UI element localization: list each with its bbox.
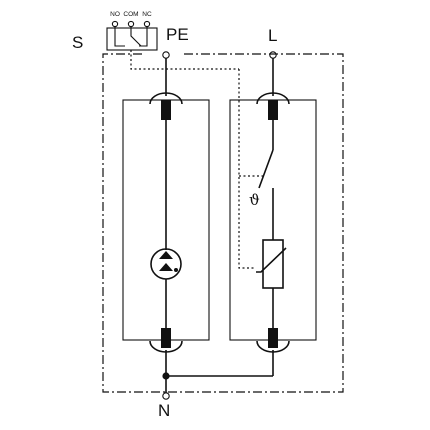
housing-outline: [102, 53, 344, 393]
line-contact-top: [268, 100, 278, 120]
label-com: COM: [123, 11, 138, 18]
terminal-no: [111, 20, 119, 28]
pe-contact-bottom: [161, 328, 171, 348]
label-nc: NC: [142, 11, 152, 18]
contact-switch-lines: [114, 26, 148, 47]
line-module: ϑ: [162, 51, 317, 380]
label-n: N: [158, 401, 170, 420]
pe-module: [122, 51, 210, 393]
terminal-n: [162, 392, 170, 400]
terminal-nc: [143, 20, 151, 28]
thermal-icon: ϑ: [249, 191, 260, 209]
junction-dot: [162, 372, 170, 380]
contact-mechanical-link: [130, 50, 239, 70]
contact-box: [106, 27, 158, 51]
varistor: [262, 239, 284, 289]
terminal-com: [127, 20, 135, 28]
line-contact-bottom: [268, 328, 278, 348]
pe-contact-top: [161, 100, 171, 120]
label-pe: PE: [166, 25, 189, 44]
label-s: S: [72, 33, 83, 52]
remote-signal-contact: NO COM NC: [106, 11, 239, 70]
label-no: NO: [110, 11, 120, 18]
label-l: L: [268, 26, 277, 45]
terminal-l: [269, 51, 277, 59]
terminal-pe: [162, 51, 170, 59]
thermal-link: [238, 69, 255, 269]
thermal-disconnect-switch: [258, 149, 274, 189]
